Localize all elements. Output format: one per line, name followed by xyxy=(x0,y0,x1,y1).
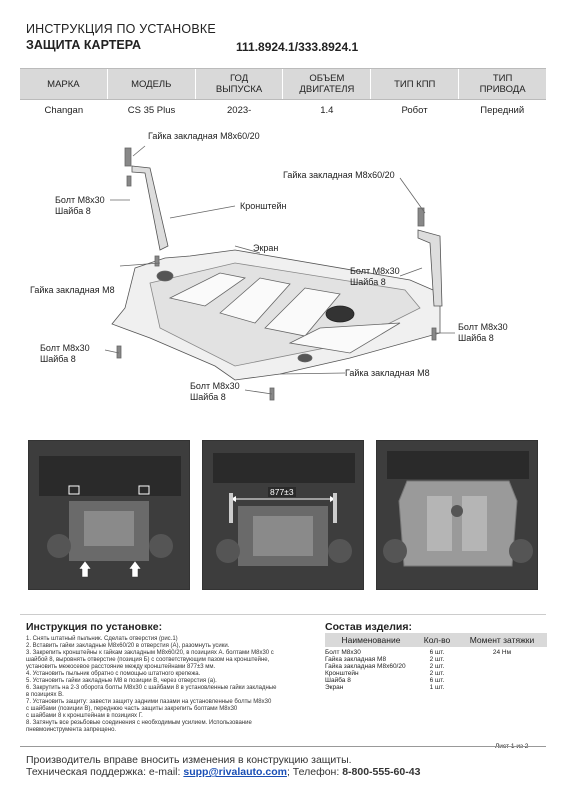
footer-note: Производитель вправе вносить изменения в… xyxy=(26,754,352,766)
instruction-step: в позициях В. xyxy=(26,692,64,698)
instruction-step: установить межосевое расстояние между кр… xyxy=(26,664,216,670)
doc-subtitle: ЗАЩИТА КАРТЕРА xyxy=(26,38,141,52)
instruction-step: 5. Установить гайки закладные М8 в позиц… xyxy=(26,678,217,684)
spec-col-model: МОДЕЛЬ xyxy=(106,69,195,99)
instruction-step: 1. Снять штатный пыльник. Сделать отверс… xyxy=(26,636,178,642)
article-number: 111.8924.1/333.8924.1 xyxy=(236,40,359,54)
distance-label: 877±3 xyxy=(268,487,296,497)
spec-col-gearbox: ТИП КПП xyxy=(370,69,458,99)
label-bracket: Кронштейн xyxy=(240,201,287,211)
label-washer-right-1: Шайба 8 xyxy=(350,277,386,287)
photo-step-1 xyxy=(28,440,190,590)
label-washer-bottom: Шайба 8 xyxy=(190,392,226,402)
comp-col-torque: Момент затяжки xyxy=(469,635,535,645)
table-row: Шайба 8 6 шт. xyxy=(325,677,445,684)
instruction-step: с шайбами 8 к кронштейнам в позициях Г. xyxy=(26,713,143,719)
composition-heading: Состав изделия: xyxy=(325,621,412,633)
instructions-list: 1. Снять штатный пыльник. Сделать отверс… xyxy=(26,636,316,734)
spec-year: 2023- xyxy=(227,104,252,116)
table-row: Гайка закладная М8 2 шт. xyxy=(325,656,445,663)
label-screen: Экран xyxy=(253,243,279,253)
comp-col-qty: Кол-во xyxy=(423,635,451,645)
support-phone: 8-800-555-60-43 xyxy=(342,766,421,778)
label-washer-left-2: Шайба 8 xyxy=(40,354,76,364)
spec-drive: Передний xyxy=(480,104,525,116)
spec-gearbox: Робот xyxy=(401,104,428,116)
left-bracket-shape xyxy=(131,165,169,251)
label-bolt-left-2: Болт М8х30 xyxy=(40,343,90,353)
spec-model: CS 35 Plus xyxy=(127,104,176,116)
instruction-step: пневмоинструмента запрещено. xyxy=(26,727,117,733)
spec-engine: 1.4 xyxy=(320,104,334,116)
table-row: Гайка закладная М8х60/20 2 шт. xyxy=(325,663,445,670)
instruction-step: 4. Установить пыльник обратно с помощью … xyxy=(26,671,201,677)
comp-col-name: Наименование xyxy=(341,635,401,645)
spec-col-make: МАРКА xyxy=(47,78,80,90)
label-washer-right-2: Шайба 8 xyxy=(458,333,494,343)
instruction-step: 7. Установить защиту: завести защиту зад… xyxy=(26,699,272,705)
label-bolt-bottom: Болт М8х30 xyxy=(190,381,240,391)
instruction-step: 6. Закрутить на 2-3 оборота болты М8х30 … xyxy=(26,685,277,691)
label-nut-m8-left: Гайка закладная М8 xyxy=(30,285,115,295)
instruction-step: 8. Затянуть все резьбовые соединения с н… xyxy=(26,720,252,726)
doc-title: ИНСТРУКЦИЯ ПО УСТАНОВКЕ xyxy=(26,22,216,36)
spec-value-row: Changan CS 35 Plus 2023- 1.4 Робот Перед… xyxy=(20,100,546,120)
label-nut-top-left: Гайка закладная М8х60/20 xyxy=(148,131,260,141)
photo-step-3 xyxy=(376,440,538,590)
label-bolt-right-2: Болт М8х30 xyxy=(458,322,508,332)
composition-header-row: Наименование Кол-во Момент затяжки xyxy=(325,633,547,647)
label-bolt-left-1: Болт М8х30 xyxy=(55,195,105,205)
instruction-step: 3. Закрепить кронштейны к гайкам закладн… xyxy=(26,650,274,656)
instruction-step: шайбой 8, выровнять отверстие (позиция Б… xyxy=(26,657,270,663)
table-row: Болт М8х30 6 шт. 24 Нм xyxy=(325,649,512,656)
photo-step-2 xyxy=(202,440,364,590)
table-row: Экран 1 шт. xyxy=(325,684,445,691)
label-nut-top-right: Гайка закладная М8х60/20 xyxy=(283,170,395,180)
section-divider xyxy=(20,614,546,615)
instructions-heading: Инструкция по установке: xyxy=(26,621,163,633)
instruction-step: с шайбами (позиции В), переднюю часть за… xyxy=(26,706,238,712)
exploded-diagram xyxy=(104,145,455,401)
spec-make: Changan xyxy=(44,104,84,116)
label-nut-m8-bottom: Гайка закладная М8 xyxy=(345,368,430,378)
footer-support: Техническая поддержка: e-mail: supp@riva… xyxy=(26,766,421,778)
instruction-step: 2. Вставить гайки закладные М8х60/20 в о… xyxy=(26,643,230,649)
label-bolt-right-1: Болт М8х30 xyxy=(350,266,400,276)
label-washer-left-1: Шайба 8 xyxy=(55,206,91,216)
right-bracket-shape xyxy=(417,229,443,307)
composition-table: Наименование Кол-во Момент затяжки Болт … xyxy=(325,633,547,691)
table-row: Кронштейн 2 шт. xyxy=(325,670,445,677)
support-email-link[interactable]: supp@rivalauto.com xyxy=(183,766,287,778)
footer-divider xyxy=(20,746,546,747)
